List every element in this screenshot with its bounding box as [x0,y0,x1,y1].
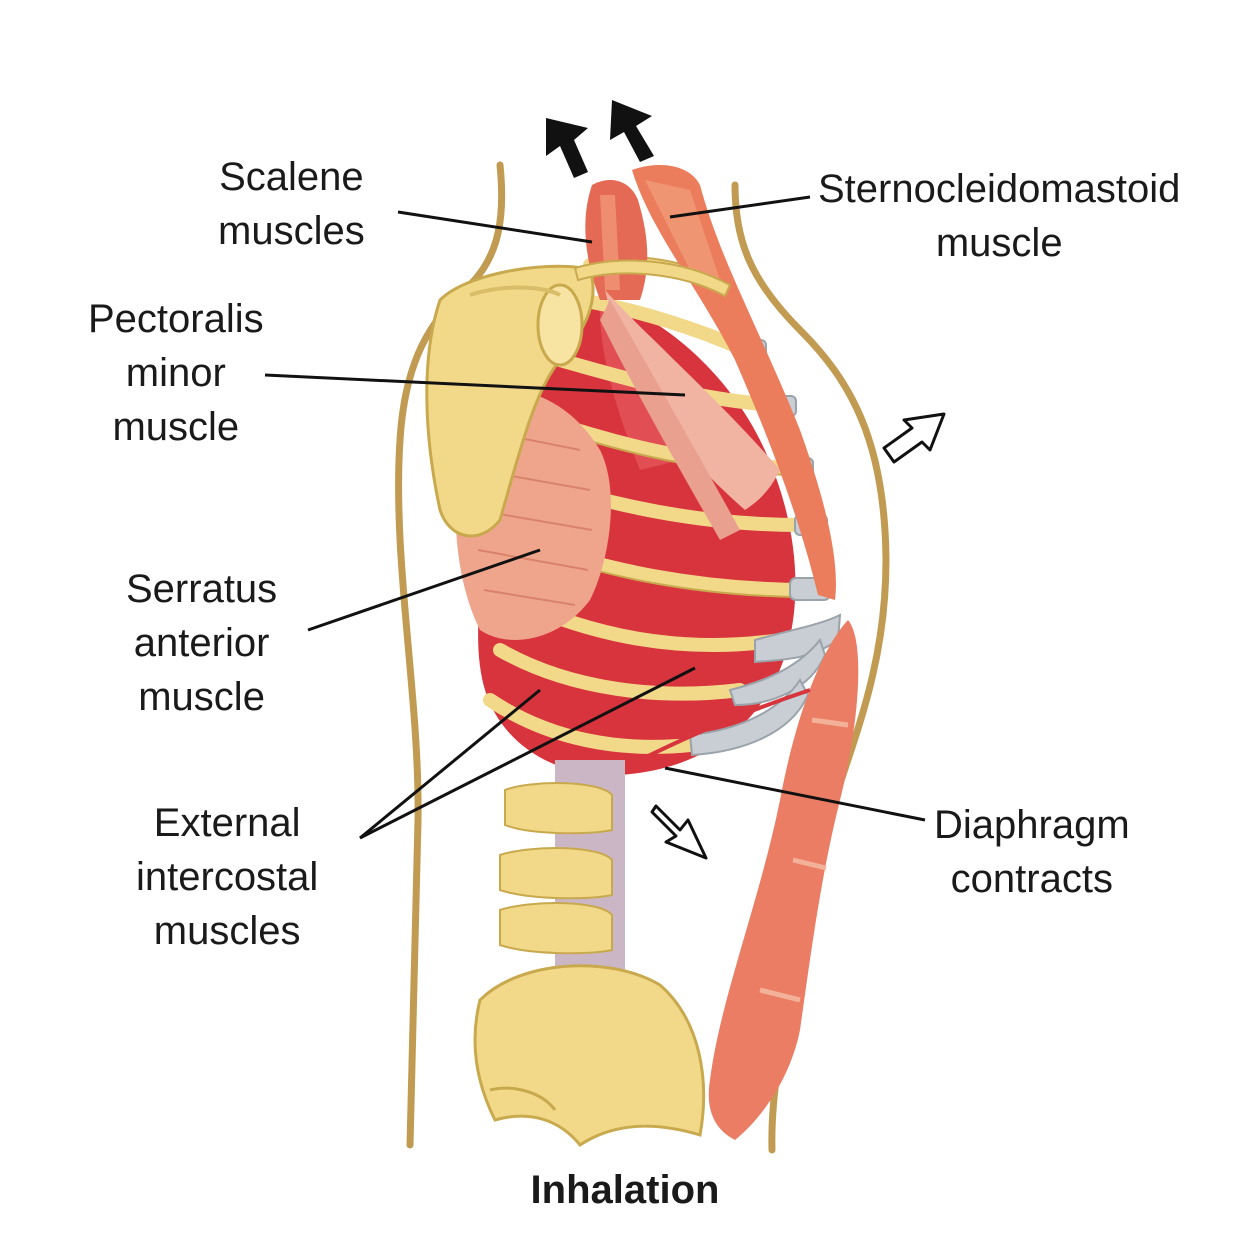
serratus-leader [307,548,541,632]
scalene-muscles [585,180,648,300]
sternocleidomastoid-leader [669,195,811,219]
abdominal-muscle [708,620,859,1140]
label-scalene: Scalene muscles [218,155,365,253]
clavicle [573,259,732,298]
spine [499,760,625,975]
intercostal-leader-lower [359,666,696,840]
label-pectoralis-minor: Pectoralis minor muscle [88,297,264,449]
intercostal-leader-upper [359,688,541,840]
diaphragm-curve [629,688,811,767]
scapula [425,264,595,538]
upward-arrow-icon [546,100,654,178]
pectoralis-minor-muscle [600,290,780,540]
figure-caption: Inhalation [530,1168,720,1212]
sternocleidomastoid-muscle [632,165,836,600]
expansion-arrow-icon [882,412,946,464]
label-serratus-anterior: Serratus anterior muscle [126,567,278,719]
pelvis [473,964,706,1148]
diaphragm-leader [664,766,926,822]
downward-arrow-icon [650,804,708,860]
label-diaphragm: Diaphragm contracts [934,803,1130,901]
pectoralis-leader [264,373,686,397]
scalene-leader [397,210,593,244]
leader-lines [264,195,926,840]
label-sternocleidomastoid: Sternocleidomastoid muscle [818,167,1181,265]
label-external-intercostal: External intercostal muscles [136,801,319,953]
